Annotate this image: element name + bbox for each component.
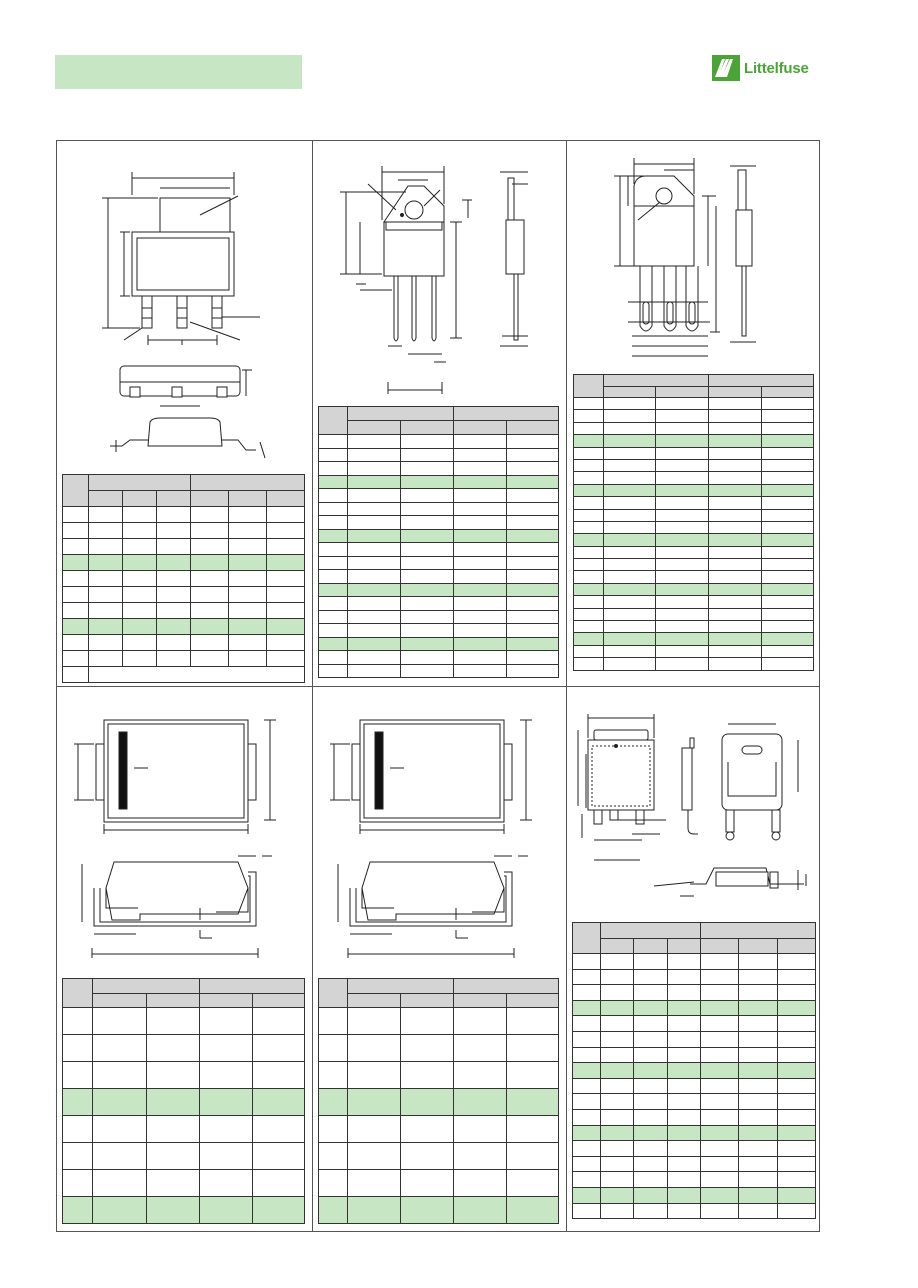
grid-divider-row [56,686,820,687]
brand-name: Littelfuse [744,59,809,77]
header-title-bar [55,55,302,89]
littelfuse-logo-icon [712,55,740,81]
sot-223-dimension-table [62,474,306,683]
dpak-drawing [570,710,816,910]
to-218-drawing [316,160,562,400]
sma-right-dimension-table [318,978,559,1224]
sma-left-drawing [62,712,306,962]
to-220-dimension-table [573,374,814,671]
sma-right-drawing [318,712,562,962]
dpak-dimension-table [572,922,817,1220]
sot-223-drawing [60,160,310,470]
brand-logo: Littelfuse [712,54,824,82]
to-220-drawing [570,156,816,370]
sma-left-dimension-table [62,978,305,1224]
to-218-dimension-table [318,406,559,678]
